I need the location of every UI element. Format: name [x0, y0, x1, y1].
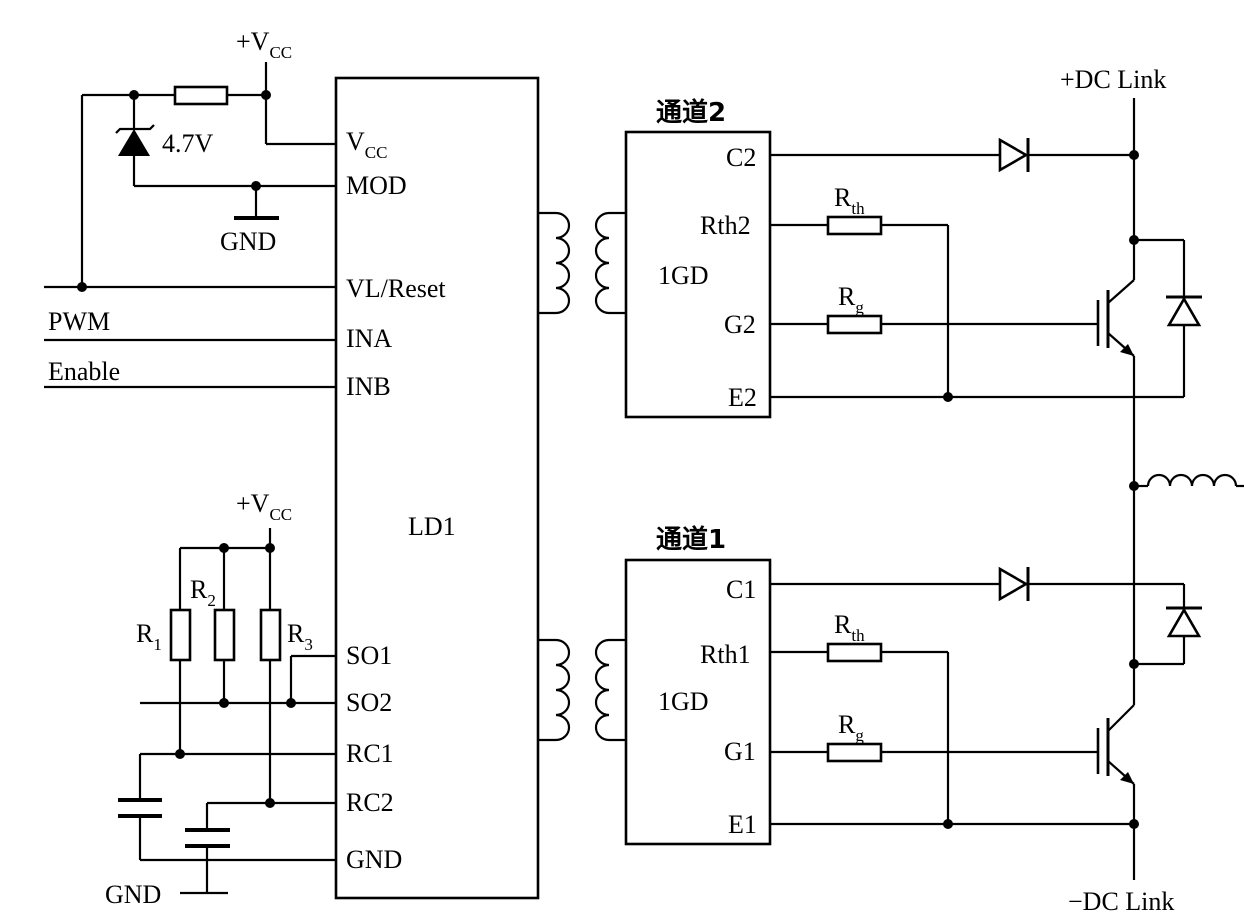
vcc-label-bottom: +VCC	[236, 489, 292, 524]
freewheel-diode-lower-icon	[1166, 606, 1202, 638]
channel2-wiring: Rth Rg	[770, 137, 1184, 402]
series-resistor	[173, 85, 229, 106]
channel1-name: 1GD	[658, 687, 709, 716]
pin-inb: INB	[346, 372, 391, 401]
pin-e1: E1	[728, 810, 757, 839]
pin-rth1: Rth1	[700, 640, 751, 669]
pin-vl-reset: VL/Reset	[346, 274, 446, 303]
rg-label-top: Rg	[838, 282, 864, 317]
resistor-rg-bottom	[826, 742, 883, 763]
pin-mod: MOD	[346, 171, 407, 200]
channel1-block: 通道1 1GD C1 Rth1 G1 E1	[624, 524, 772, 846]
rth-label-bottom: Rth	[834, 610, 865, 645]
r3-label: R3	[287, 619, 313, 654]
resistor-rth-top	[826, 215, 883, 236]
pin-rth2: Rth2	[700, 211, 751, 240]
pin-e2: E2	[728, 383, 757, 412]
r2-label: R2	[190, 575, 216, 610]
resistor-rg-top	[826, 314, 883, 335]
pin-rc1: RC1	[346, 739, 394, 768]
timing-resistors: R1 R2 R3	[136, 548, 313, 808]
rth-label-top: Rth	[834, 183, 865, 218]
igbt-lower-icon	[1096, 704, 1135, 785]
transformer-channel2-icon	[538, 211, 626, 315]
vcc-supply-top: +VCC	[236, 27, 336, 146]
enable-label: Enable	[48, 357, 120, 386]
pin-gnd: GND	[346, 845, 402, 874]
diode-c1-icon	[998, 566, 1030, 602]
channel1-wiring: Rth Rg	[770, 566, 1184, 829]
pwm-label: PWM	[48, 307, 110, 336]
dc-link-positive: +DC Link	[1060, 65, 1166, 94]
igbt-upper-icon	[1096, 279, 1135, 357]
pin-g1: G1	[724, 737, 756, 766]
timing-capacitors: GND	[105, 752, 336, 909]
power-stage: +DC Link −DC Link	[1060, 65, 1244, 913]
pin-c2: C2	[726, 143, 756, 172]
pin-c1: C1	[726, 575, 756, 604]
channel2-title: 通道2	[656, 97, 726, 128]
zener-network: 4.7V GND	[77, 85, 336, 292]
zener-diode-icon	[115, 124, 155, 156]
diode-c2-icon	[998, 137, 1030, 173]
channel2-name: 1GD	[658, 261, 709, 290]
vcc-supply-bottom: +VCC	[180, 489, 292, 553]
channel2-block: 通道2 1GD C2 Rth2 G2 E2	[624, 97, 772, 419]
resistor-rth-bottom	[826, 642, 883, 663]
r1-label: R1	[136, 619, 162, 654]
vcc-label-top: +VCC	[236, 27, 292, 62]
pin-so1: SO1	[346, 641, 392, 670]
resistor-r2	[213, 608, 236, 662]
pin-vcc: VCC	[346, 127, 387, 162]
rg-label-bottom: Rg	[838, 710, 864, 745]
driver-name: LD1	[408, 512, 456, 541]
input-lines: PWM Enable	[44, 285, 336, 389]
so-lines	[140, 654, 336, 708]
pin-so2: SO2	[346, 688, 392, 717]
resistor-r1	[169, 608, 192, 662]
pin-ina: INA	[346, 324, 392, 353]
driver-ld1: VCC MOD VL/Reset INA INB LD1 SO1 SO2 RC1…	[334, 76, 540, 900]
freewheel-diode-upper-icon	[1166, 295, 1202, 327]
pin-g2: G2	[724, 310, 756, 339]
dc-link-negative: −DC Link	[1068, 887, 1174, 913]
pin-rc2: RC2	[346, 788, 394, 817]
zener-label: 4.7V	[162, 129, 214, 158]
resistor-r3	[259, 608, 282, 662]
inductor-icon	[1146, 473, 1238, 487]
channel1-title: 通道1	[656, 524, 726, 555]
transformer-channel1-icon	[538, 638, 626, 742]
gnd-label-bottom: GND	[105, 880, 161, 909]
gnd-label-top: GND	[220, 227, 276, 256]
